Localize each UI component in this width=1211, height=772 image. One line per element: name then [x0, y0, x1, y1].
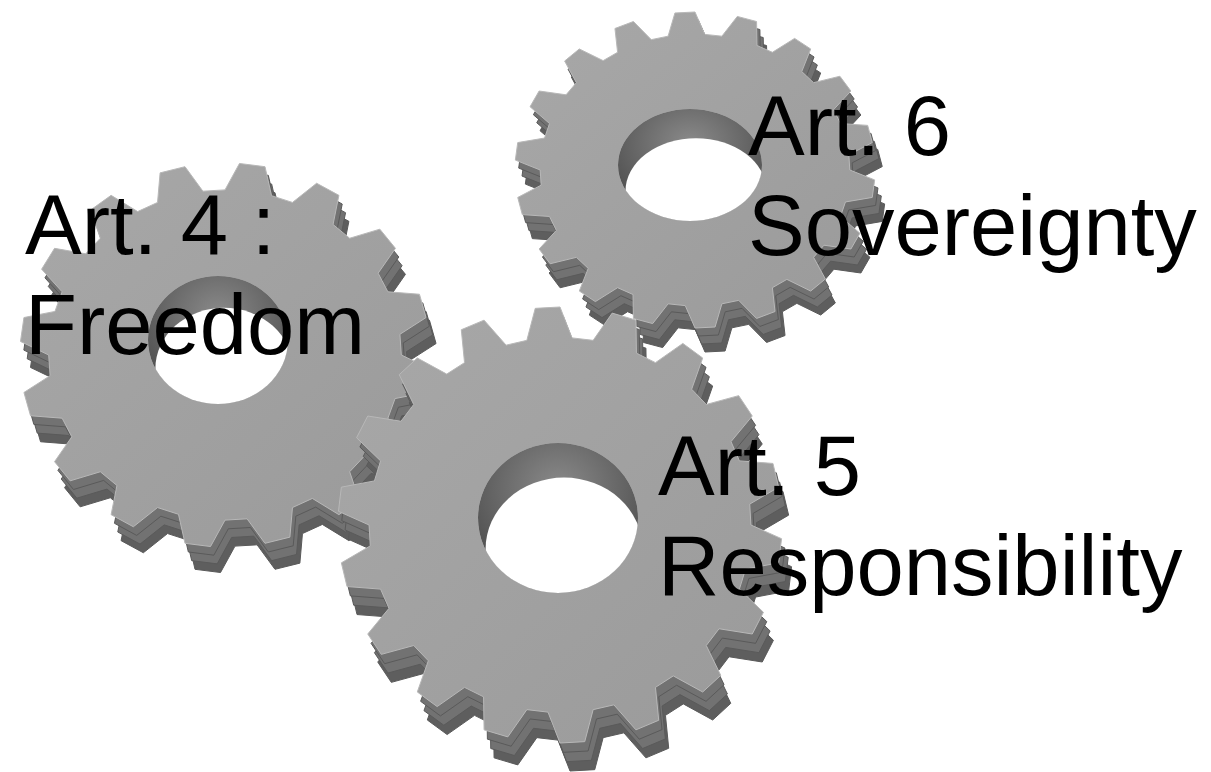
gear-label-node: Art. 6 Sovereignty	[748, 76, 1211, 280]
gear-label-node: Art. 4 : Freedom	[25, 175, 405, 379]
article-label: Art. 4 : Freedom	[25, 175, 405, 375]
article-label: Art. 6 Sovereignty	[748, 76, 1211, 276]
hole-through	[625, 138, 766, 244]
hole-through	[486, 478, 643, 621]
gear-hole	[618, 109, 767, 245]
gear-hole	[478, 443, 642, 620]
article-label: Art. 5 Responsibility	[658, 416, 1203, 616]
gear-label-node: Art. 5 Responsibility	[658, 416, 1203, 620]
